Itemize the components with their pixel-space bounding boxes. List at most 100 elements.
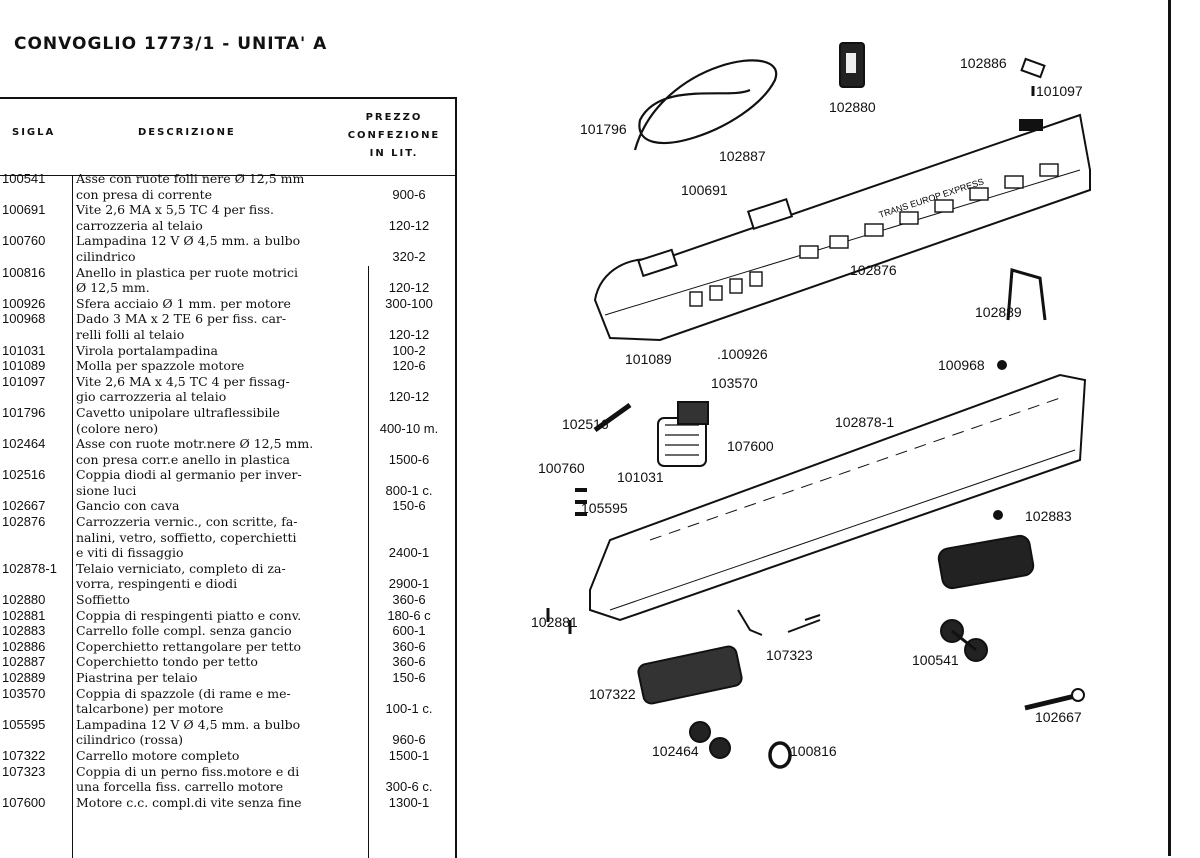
header-divider (0, 175, 455, 176)
nut-drawing-2 (993, 510, 1003, 520)
motor-wheelset-drawing (689, 721, 711, 743)
part-code: 102886 (2, 638, 46, 654)
part-code: 107600 (2, 794, 46, 810)
part-code: 101031 (2, 342, 46, 358)
callout-102667: 102667 (1035, 709, 1082, 725)
part-description: Anello in plastica per ruote motrici Ø 1… (76, 264, 298, 296)
ring-drawing (768, 741, 792, 769)
callout-105595: 105595 (581, 500, 628, 516)
callout-103570: 103570 (711, 375, 758, 391)
part-code: 100968 (2, 311, 46, 327)
bulbs-drawing (575, 488, 587, 516)
callout-102887: 102887 (719, 148, 766, 164)
part-price: 800-1 c. (385, 482, 433, 498)
cable-drawing (633, 59, 778, 151)
pin-fork-drawing (737, 609, 821, 636)
part-description: Carrello folle compl. senza gancio (76, 623, 292, 639)
part-price: 300-6 c. (385, 779, 433, 795)
table-row: 100760 Lampadina 12 V Ø 4,5 mm. a bulbo c… (0, 233, 455, 264)
nut-drawing (997, 360, 1007, 370)
part-description: Piastrina per telaio (76, 670, 198, 686)
part-price: 320-2 (392, 248, 426, 264)
part-price: 120-12 (388, 326, 430, 342)
part-description: Molla per spazzole motore (76, 358, 245, 374)
callout-102878-1: 102878-1 (835, 414, 895, 430)
trailer-bogie-drawing (937, 534, 1035, 590)
part-description: Carrello motore completo (76, 747, 240, 763)
page-title: CONVOGLIO 1773/1 - UNITA' A (14, 34, 328, 54)
part-description: Lampadina 12 V Ø 4,5 mm. a bulbo cilindr… (76, 716, 301, 748)
part-description: Telaio verniciato, completo di za- vorra… (76, 560, 286, 592)
part-code: 102880 (2, 592, 46, 608)
roof-cover-drawing (1020, 57, 1046, 79)
part-code: 102516 (2, 467, 46, 483)
callout-107600: 107600 (727, 438, 774, 454)
part-description: Coperchietto rettangolare per tetto (76, 638, 302, 654)
part-price: 300-100 (385, 295, 433, 311)
motor-bogie-drawing (637, 645, 743, 705)
callout-100760: 100760 (538, 460, 585, 476)
chassis-drawing (589, 373, 1087, 622)
part-price: 2900-1 (388, 576, 430, 592)
part-description: Asse con ruote motr.nere Ø 12,5 mm. con … (76, 436, 314, 467)
callout-107322: 107322 (589, 686, 636, 702)
table-row: 102883 Carrello folle compl. senza gancio… (0, 623, 455, 639)
header-descrizione: DESCRIZIONE (138, 127, 236, 138)
part-code: 101097 (2, 373, 46, 389)
exploded-parts-diagram: TRANS EUROP EXPRESS (546, 42, 1091, 769)
part-code: 102883 (2, 623, 46, 639)
part-description: Coppia di un perno fiss.motore e di una … (76, 763, 300, 795)
part-code: 107322 (2, 747, 46, 763)
page-edge-rule (1168, 0, 1171, 856)
part-price: 360-6 (392, 638, 426, 654)
header-prezzo: PREZZO CONFEZIONE IN LIT. (347, 112, 441, 159)
part-code: 102667 (2, 498, 46, 514)
part-code: 100760 (2, 233, 46, 249)
column-divider-code (72, 175, 73, 858)
diodes-drawing (593, 402, 632, 433)
callout-100816: 100816 (790, 743, 837, 759)
part-description: Lampadina 12 V Ø 4,5 mm. a bulbo cilindr… (76, 233, 301, 264)
table-row: 102886 Coperchietto rettangolare per tett… (0, 639, 455, 655)
part-price: 1500-6 (388, 451, 430, 467)
part-code: 101796 (2, 404, 46, 420)
buffers-drawing (546, 608, 572, 634)
frame-plate-drawing (1006, 268, 1047, 321)
part-code: 101089 (2, 358, 46, 374)
part-code: 100541 (2, 171, 46, 186)
part-code: 102878-1 (2, 560, 57, 576)
part-price: 100-1 c. (385, 701, 433, 717)
part-code: 107323 (2, 763, 46, 779)
part-price: 120-6 (392, 358, 426, 374)
part-description: Coppia diodi al germanio per inver- sion… (76, 467, 302, 498)
part-description: Gancio con cava (76, 498, 180, 514)
hook-drawing (1024, 693, 1076, 711)
callout-100968: 100968 (938, 357, 985, 373)
callout-100926: .100926 (717, 346, 768, 362)
header-sigla: SIGLA (12, 127, 56, 138)
part-code: 102876 (2, 514, 46, 530)
callout-107323: 107323 (766, 647, 813, 663)
part-description: Coppia di respingenti piatto e conv. (76, 607, 302, 623)
callout-101097: 101097 (1036, 83, 1083, 99)
callout-101089: 101089 (625, 351, 672, 367)
part-price: 150-6 (392, 670, 426, 686)
callout-102464: 102464 (652, 743, 699, 759)
callout-102889: 102889 (975, 304, 1022, 320)
part-description: Virola portalampadina (76, 342, 218, 358)
